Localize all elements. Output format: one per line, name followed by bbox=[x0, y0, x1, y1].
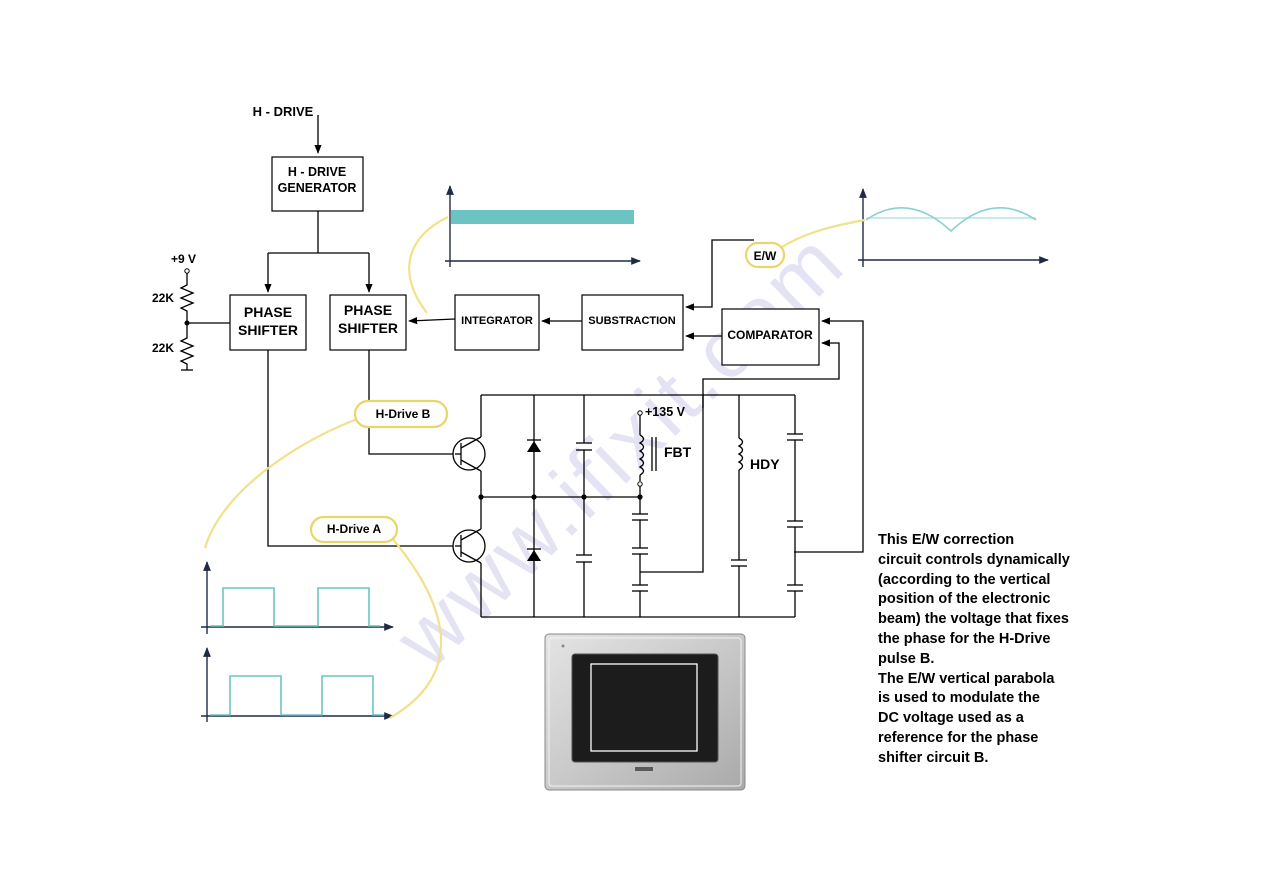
resistor-bottom-label: 22K bbox=[152, 341, 174, 355]
phase-shifter-a-label-1: PHASE bbox=[244, 304, 292, 320]
integrator-block: INTEGRATOR bbox=[454, 294, 540, 351]
substraction-label: SUBSTRACTION bbox=[588, 315, 675, 327]
description-line: position of the electronic bbox=[878, 591, 1051, 608]
tv-screen bbox=[571, 653, 719, 763]
description-line: the phase for the H-Drive bbox=[878, 630, 1051, 647]
description-line: shifter circuit B. bbox=[878, 749, 989, 766]
pulse-wave-a bbox=[210, 587, 380, 627]
supply-135v-label: +135 V bbox=[645, 405, 686, 419]
output-stage: +135 V FBT HDY bbox=[267, 350, 803, 618]
h-drive-generator-label-2: GENERATOR bbox=[278, 181, 357, 195]
fbt-label: FBT bbox=[664, 444, 692, 460]
phase-shifter-a-block: PHASE SHIFTER bbox=[229, 294, 307, 351]
description-line: is used to modulate the bbox=[878, 690, 1040, 707]
hdy-label: HDY bbox=[750, 456, 780, 472]
substraction-block: SUBSTRACTION bbox=[581, 294, 684, 351]
description-line: DC voltage used as a bbox=[878, 710, 1024, 727]
callout-ew-label: E/W bbox=[754, 249, 777, 263]
supply-9v-label: +9 V bbox=[171, 252, 196, 266]
description-line: The E/W vertical parabola bbox=[878, 670, 1055, 687]
callout-h-drive-b-label: H-Drive B bbox=[376, 407, 431, 421]
callout-h-drive-a-label: H-Drive A bbox=[327, 522, 382, 536]
h-drive-generator-label-1: H - DRIVE bbox=[288, 165, 346, 179]
description-text: This E/W correction circuit controls dyn… bbox=[878, 531, 1118, 769]
phase-shifter-a-label-2: SHIFTER bbox=[238, 322, 298, 338]
parabola-graph bbox=[858, 188, 1049, 267]
tv-raster-outline bbox=[590, 663, 698, 752]
fbt-transformer: +135 V FBT bbox=[637, 405, 692, 514]
comparator-label: COMPARATOR bbox=[727, 328, 813, 342]
h-drive-input-label: H - DRIVE bbox=[253, 104, 314, 119]
description-line: This E/W correction bbox=[878, 532, 1015, 548]
signal-flow-wires bbox=[408, 239, 864, 553]
parabola-wave bbox=[865, 207, 1037, 233]
description-line: circuit controls dynamically bbox=[878, 551, 1070, 568]
generator-split-wires bbox=[264, 211, 373, 293]
transistor-a bbox=[452, 528, 486, 564]
dc-level-graph bbox=[445, 185, 641, 267]
resistor-top-label: 22K bbox=[152, 291, 174, 305]
description-line: reference for the phase bbox=[878, 729, 1039, 746]
integrator-label: INTEGRATOR bbox=[461, 315, 533, 327]
callout-h-drive-b: H-Drive B bbox=[353, 399, 449, 429]
phase-shifter-b-label-1: PHASE bbox=[344, 302, 392, 318]
pulse-graph-upper bbox=[201, 561, 394, 634]
phase-shifter-b-block: PHASE SHIFTER bbox=[329, 294, 407, 351]
watermark: www.ifixit.com bbox=[377, 213, 863, 687]
voltage-divider: +9 V 22K 22K bbox=[152, 252, 230, 371]
callout-connectors bbox=[203, 216, 866, 719]
h-drive-input: H - DRIVE bbox=[253, 104, 322, 154]
hdy-deflection-yoke: HDY bbox=[731, 395, 780, 617]
description-line: beam) the voltage that fixes bbox=[878, 611, 1069, 628]
description-line: pulse B. bbox=[878, 650, 935, 667]
phase-shifter-b-label-2: SHIFTER bbox=[338, 320, 398, 336]
description-line: (according to the vertical bbox=[878, 571, 1051, 588]
dc-level-band bbox=[451, 210, 634, 224]
callout-ew: E/W bbox=[744, 241, 786, 269]
callout-h-drive-a: H-Drive A bbox=[309, 515, 399, 544]
h-drive-generator-block: H - DRIVE GENERATOR bbox=[271, 156, 364, 212]
pulse-wave-b bbox=[210, 675, 384, 716]
tv-set-picture bbox=[544, 633, 746, 791]
transistor-b bbox=[452, 436, 486, 472]
comparator-block: COMPARATOR bbox=[721, 308, 820, 366]
pulse-graph-lower bbox=[201, 647, 394, 722]
